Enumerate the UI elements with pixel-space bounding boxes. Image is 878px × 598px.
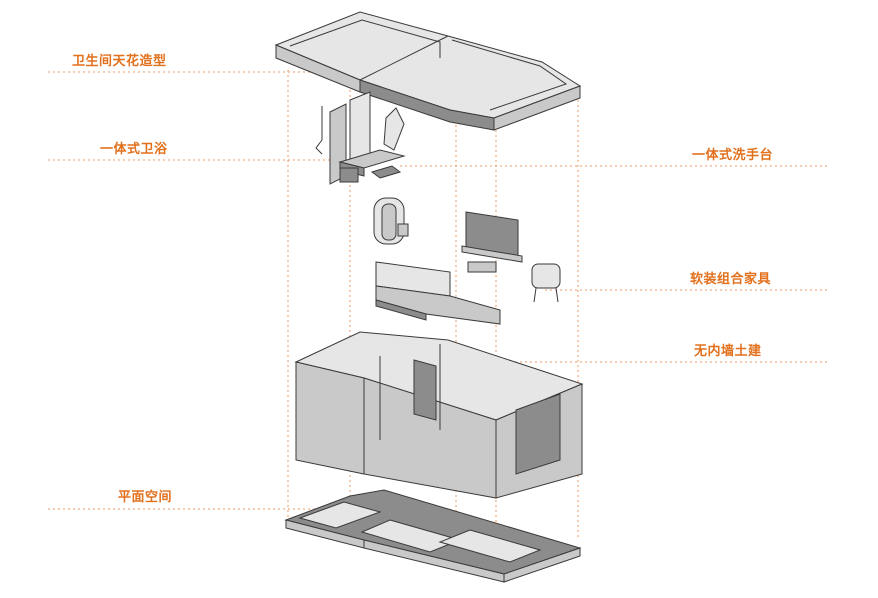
- label-floor-plan: 平面空间: [118, 490, 173, 505]
- walls-left: [295, 361, 365, 475]
- window-left: [413, 359, 437, 421]
- ceiling-divider: [359, 35, 449, 81]
- sink: [370, 165, 402, 179]
- floor-plan-module: [284, 489, 582, 583]
- ceiling-side-right: [493, 85, 581, 131]
- label-no-walls: 无内墙土建: [694, 344, 762, 359]
- label-washbasin: 一体式洗手台: [692, 148, 774, 163]
- floor-side-right: [503, 547, 581, 583]
- toilet: [339, 167, 359, 183]
- ceiling-module: [274, 11, 582, 131]
- bathroom-module: [315, 91, 406, 185]
- label-furniture: 软装组合家具: [690, 272, 772, 287]
- shower-pipe: [315, 106, 323, 155]
- armchair-leg-2: [555, 287, 559, 303]
- wardrobe-inner: [381, 203, 397, 241]
- dining-table: [467, 261, 497, 273]
- armchair-leg-1: [533, 287, 537, 303]
- armchair: [531, 263, 561, 289]
- furniture-module: [373, 197, 561, 325]
- floor-room-2: [360, 519, 462, 553]
- mirror: [383, 107, 405, 151]
- floor-room-3: [438, 529, 542, 563]
- ceiling-inner-edge-2: [451, 39, 568, 111]
- window-right: [515, 393, 561, 475]
- side-cabinet: [397, 223, 409, 237]
- label-bathroom: 一体式卫浴: [100, 142, 168, 157]
- walls-module: [294, 331, 584, 499]
- label-ceiling: 卫生间天花造型: [72, 54, 167, 69]
- tv-stand: [461, 245, 523, 263]
- sofa-front: [375, 299, 427, 321]
- ceiling-inner-edge: [289, 19, 441, 58]
- guide-lines: [48, 70, 830, 560]
- floor-room-1: [298, 501, 382, 529]
